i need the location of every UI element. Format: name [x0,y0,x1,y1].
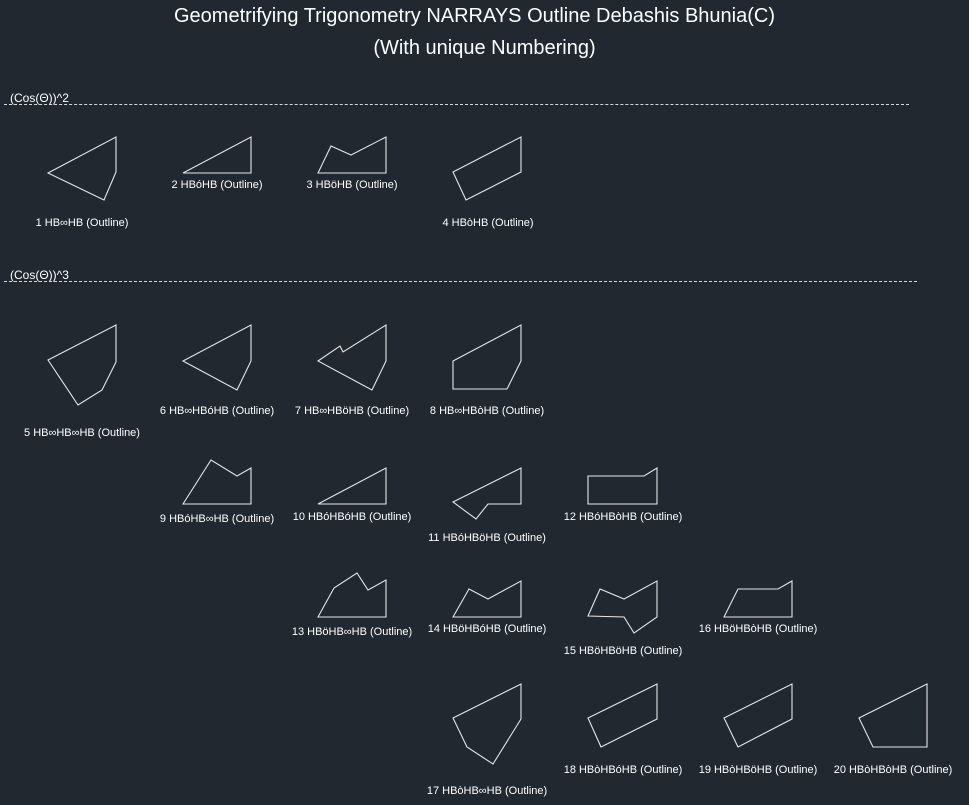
shape-19-outline [723,683,793,748]
shape-label: 4 HBòHB (Outline) [442,217,534,229]
shape-label: 2 HBóHB (Outline) [171,179,263,191]
shape-12-outline [587,467,658,505]
shape-label: 16 HBöHBòHB (Outline) [698,623,818,635]
shape-label: 6 HB∞HBóHB (Outline) [159,405,275,417]
shape-14-outline [452,580,522,618]
shape-label: 20 HBòHBòHB (Outline) [833,764,953,776]
shape-15-outline [587,580,658,634]
shape-3-outline [317,136,387,174]
shape-label: 18 HBòHBóHB (Outline) [563,764,683,776]
shape-label: 7 HB∞HBöHB (Outline) [294,405,410,417]
section-divider-cos-squared [4,104,909,105]
shape-label: 8 HB∞HBòHB (Outline) [429,405,545,417]
diagram-subtitle: (With unique Numbering) [373,37,596,59]
shape-11-outline [451,467,522,520]
shape-1-outline [46,136,117,201]
shape-7-outline [316,324,387,391]
shape-18-outline [587,683,658,748]
shape-label: 15 HBöHBöHB (Outline) [563,645,683,657]
shape-17-outline [452,683,522,765]
diagram-title: Geometrifying Trigonometry NARRAYS Outli… [174,5,775,27]
shape-label: 19 HBòHBöHB (Outline) [698,764,818,776]
shape-label: 10 HBóHBóHB (Outline) [292,511,412,523]
shape-label: 17 HBòHB∞HB (Outline) [426,785,548,797]
section-divider-cos-cubed [4,281,917,282]
shape-20-outline [858,683,928,748]
shape-6-outline [181,324,252,391]
shape-label: 14 HBöHBóHB (Outline) [427,623,547,635]
shape-13-outline [317,572,387,618]
shape-label: 13 HBöHB∞HB (Outline) [291,626,413,638]
shape-5-outline [47,324,117,406]
shape-2-outline [182,136,252,174]
shape-9-outline [181,459,252,505]
shape-label: 12 HBóHBòHB (Outline) [563,511,683,523]
shape-10-outline [317,467,387,505]
shape-4-outline [452,136,522,201]
shape-label: 11 HBóHBöHB (Outline) [428,532,546,544]
shape-label: 3 HBöHB (Outline) [306,179,398,191]
section-label-cos-squared: (Cos(Θ))^2 [10,91,69,105]
shape-16-outline [723,580,793,618]
section-label-cos-cubed: (Cos(Θ))^3 [10,268,69,282]
shape-label: 1 HB∞HB (Outline) [35,217,129,229]
shape-8-outline [452,324,522,390]
shape-label: 5 HB∞HB∞HB (Outline) [24,427,140,439]
shape-label: 9 HBóHB∞HB (Outline) [159,513,275,525]
